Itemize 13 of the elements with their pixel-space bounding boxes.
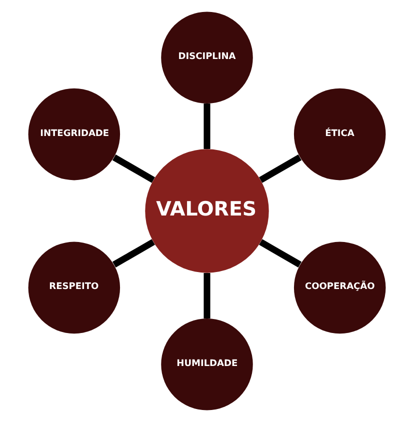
- node-circle: INTEGRIDADE: [28, 88, 120, 180]
- node-circle: DISCIPLINA: [160, 12, 252, 104]
- connector: [112, 239, 154, 268]
- connector: [203, 104, 210, 150]
- node-circle: ÉTICA: [293, 88, 386, 180]
- node-circle: HUMILDADE: [160, 318, 252, 410]
- node-circle: COOPERAÇÃO: [293, 242, 386, 334]
- connector: [258, 239, 302, 268]
- connector: [258, 154, 302, 183]
- node-circle: VALORES: [144, 149, 268, 273]
- node-circle: RESPEITO: [28, 242, 120, 334]
- connector: [203, 272, 210, 318]
- connector: [112, 154, 154, 183]
